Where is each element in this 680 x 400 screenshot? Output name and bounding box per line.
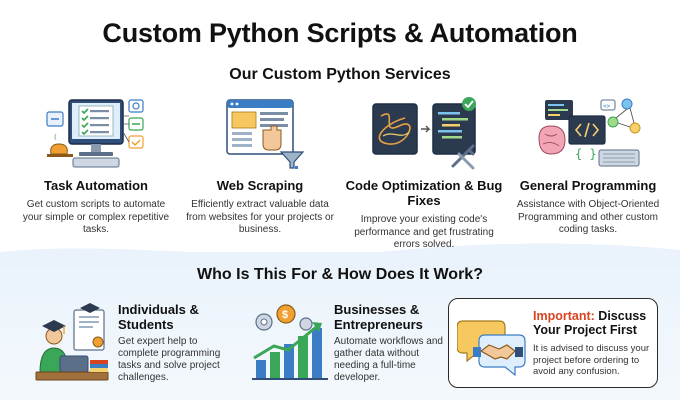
browser-funnel-icon: [226, 99, 305, 169]
important-label: Important:: [533, 309, 595, 323]
page-title: Custom Python Scripts & Automation: [102, 18, 578, 48]
service-name: General Programming: [519, 178, 657, 193]
audience-name: Businesses & Entrepreneurs: [334, 302, 423, 332]
important-desc: It is advised to discuss your project be…: [533, 343, 650, 377]
service-task-automation: Task Automation Get custom scripts to au…: [16, 96, 176, 237]
growth-chart-icon: $: [252, 304, 328, 380]
brain-code-icon: { } <>: [538, 98, 641, 167]
service-desc: Assistance with Object-Oriented Programm…: [516, 199, 660, 235]
audience-heading: Who Is This For & How Does It Work?: [197, 266, 483, 283]
service-name: Code Optimization & Bug Fixes: [345, 178, 503, 208]
svg-text:$: $: [282, 309, 288, 321]
svg-text:<>: <>: [603, 103, 611, 110]
svg-text:{ }: { }: [575, 147, 597, 161]
service-code-optimization: Code Optimization & Bug Fixes Improve yo…: [344, 96, 504, 252]
audience-text: Businesses & Entrepreneurs Automate work…: [334, 302, 444, 384]
service-name: Web Scraping: [216, 178, 304, 193]
service-general-programming: { } <> General Programming Assistance wi…: [508, 96, 668, 237]
important-title: Discuss Your Project First: [533, 309, 647, 337]
audience-desc: Get expert help to complete programming …: [118, 336, 221, 383]
service-desc: Improve your existing code's performance…: [354, 214, 494, 250]
service-name: Task Automation: [43, 178, 148, 193]
services-heading: Our Custom Python Services: [229, 66, 451, 83]
service-web-scraping: Web Scraping Efficiently extract valuabl…: [180, 96, 340, 237]
service-desc: Efficiently extract valuable data from w…: [186, 199, 334, 235]
handshake-chat-icon: [457, 320, 526, 377]
audience-desc: Automate workflows and gather data witho…: [334, 336, 443, 383]
important-notice: Important: Discuss Your Project First It…: [448, 298, 658, 388]
computer-checklist-icon: [46, 99, 144, 168]
section-divider: [0, 243, 680, 268]
student-laptop-icon: [35, 303, 109, 381]
audience-text: Individuals & Students Get expert help t…: [118, 302, 228, 384]
service-desc: Get custom scripts to automate your simp…: [22, 199, 170, 235]
audience-name: Individuals & Students: [118, 302, 199, 332]
code-wrench-icon: [372, 97, 476, 170]
important-heading: Important: Discuss Your Project First: [533, 309, 655, 337]
